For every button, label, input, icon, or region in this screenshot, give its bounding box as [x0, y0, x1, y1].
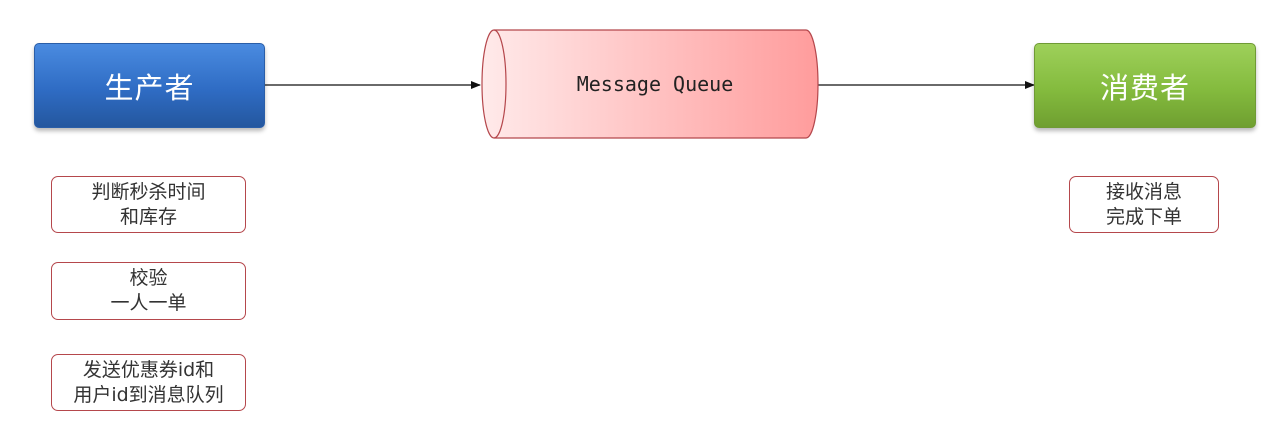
step-line: 判断秒杀时间 — [91, 180, 206, 203]
cylinder-shape — [481, 29, 819, 139]
consumer-box: 消费者 — [1034, 43, 1256, 128]
queue-label: Message Queue — [576, 72, 734, 96]
step-line: 用户id到消息队列 — [73, 383, 224, 406]
message-queue-cylinder: Message Queue — [470, 28, 830, 140]
producer-label: 生产者 — [104, 70, 195, 105]
step-line: 和库存 — [119, 205, 177, 228]
step-line: 校验 — [129, 267, 168, 289]
step-line: 完成下单 — [1105, 205, 1182, 228]
producer-step-check-time-stock: 判断秒杀时间 和库存 — [51, 176, 246, 233]
producer-step-one-per-user: 校验 一人一单 — [51, 262, 246, 320]
consumer-label: 消费者 — [1099, 70, 1190, 105]
step-line: 接收消息 — [1105, 180, 1182, 203]
consumer-step-receive-order: 接收消息 完成下单 — [1069, 176, 1219, 233]
step-line: 发送优惠券id和 — [82, 358, 215, 381]
producer-step-send-to-queue: 发送优惠券id和 用户id到消息队列 — [51, 354, 246, 411]
producer-box: 生产者 — [34, 43, 265, 128]
step-line: 一人一单 — [110, 292, 187, 314]
